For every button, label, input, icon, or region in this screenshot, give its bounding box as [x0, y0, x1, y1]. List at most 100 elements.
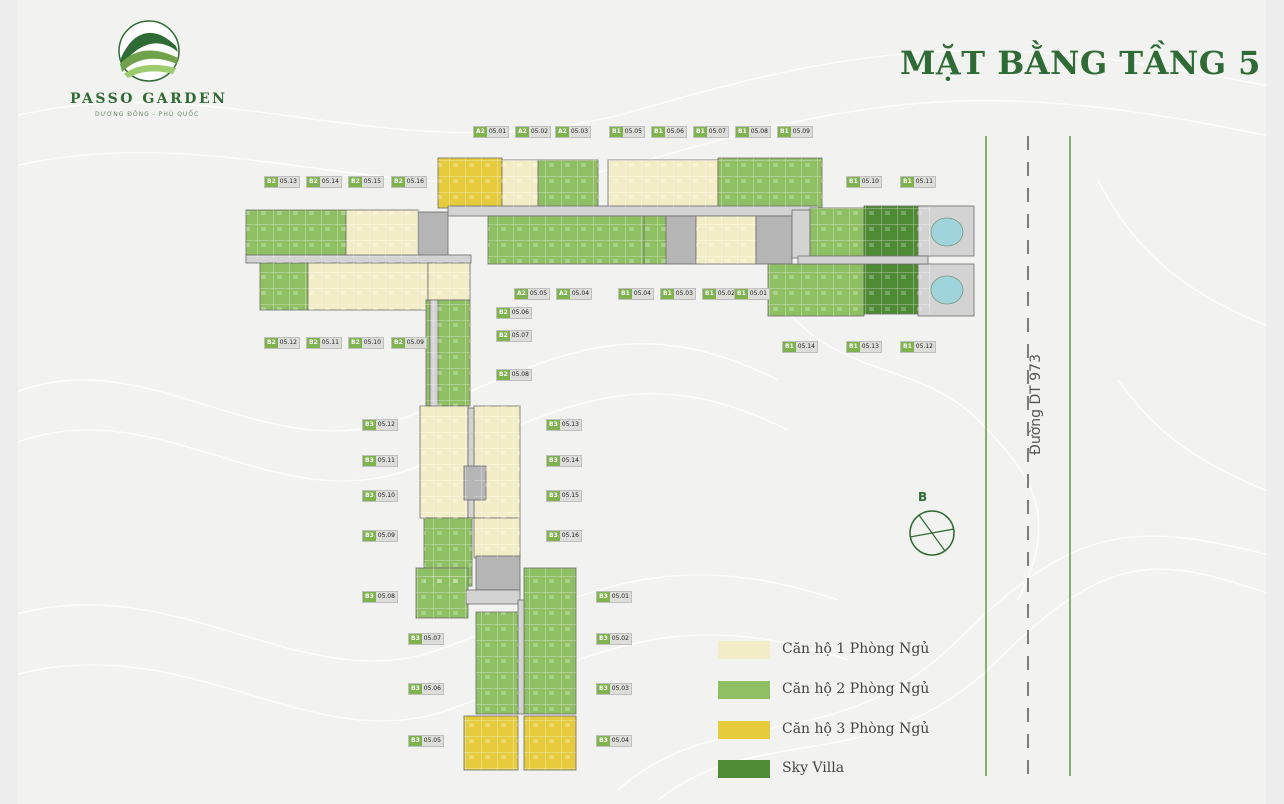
unit-tag-tower: B1 [901, 177, 914, 187]
unit-tag-tower: A2 [515, 289, 528, 299]
unit-tag-tower: B1 [661, 289, 674, 299]
unit-tag-tower: A2 [474, 127, 487, 137]
plan-room-pattern [608, 160, 718, 208]
plan-room-pattern [488, 216, 644, 264]
unit-tag-number: 05.03 [675, 290, 693, 297]
plan-block-core [755, 215, 793, 265]
unit-tag-tower: B2 [497, 308, 510, 318]
legend-swatch-three-bedroom [718, 721, 770, 739]
unit-tag-number: 05.14 [561, 457, 579, 464]
unit-tag-tower: B1 [652, 127, 665, 137]
plan-block-corridor [517, 599, 525, 715]
unit-tag-tower: B3 [547, 420, 560, 430]
unit-tag-number: 05.03 [611, 685, 629, 692]
unit-tag-number: 05.08 [750, 128, 768, 135]
unit-tag-tower: B3 [363, 420, 376, 430]
unit-tag-tower: B3 [363, 456, 376, 466]
unit-tag-number: 05.07 [423, 635, 441, 642]
unit-tag-number: 05.07 [511, 332, 529, 339]
legend-swatch-two-bedroom [718, 681, 770, 699]
unit-tag-number: 05.11 [321, 339, 339, 346]
pool-icon [930, 275, 964, 305]
legend-label-three-bedroom: Căn hộ 3 Phòng Ngủ [782, 721, 930, 737]
unit-tag-number: 05.10 [377, 492, 395, 499]
plan-room-pattern [864, 206, 930, 256]
plan-room-pattern [476, 612, 518, 714]
unit-tag-tower: B3 [597, 684, 610, 694]
plan-room-pattern [718, 158, 822, 208]
unit-tag-tower: B3 [597, 634, 610, 644]
unit-tag-tower: B2 [265, 177, 278, 187]
page-title: MẶT BẰNG TẦNG 5 [900, 44, 1261, 82]
unit-tag-number: 05.01 [749, 290, 767, 297]
unit-tag-number: 05.02 [717, 290, 735, 297]
plan-room-pattern [308, 262, 428, 310]
unit-tag-number: 05.06 [666, 128, 684, 135]
unit-tag-number: 05.11 [915, 178, 933, 185]
unit-tag-number: 05.09 [406, 339, 424, 346]
plan-room-pattern [426, 300, 470, 406]
unit-tag-tower: B3 [409, 736, 422, 746]
plan-room-pattern [346, 210, 418, 258]
compass-north-label: B [918, 490, 928, 504]
unit-tag-number: 05.14 [321, 178, 339, 185]
unit-tag-tower: B3 [547, 531, 560, 541]
unit-tag-number: 05.09 [377, 532, 395, 539]
unit-tag-tower: B3 [409, 684, 422, 694]
brand-name: PASSO GARDEN [70, 91, 228, 107]
plan-block-corridor [791, 209, 811, 259]
unit-tag-tower: B2 [349, 177, 362, 187]
unit-tag-tower: B2 [497, 331, 510, 341]
unit-tag-tower: B2 [497, 370, 510, 380]
legend-swatch-sky-villa [718, 760, 770, 778]
unit-tag-number: 05.07 [708, 128, 726, 135]
legend-label-one-bedroom: Căn hộ 1 Phòng Ngủ [782, 641, 930, 657]
plan-block-core [665, 215, 697, 265]
floor-plan [245, 157, 975, 771]
brand-subtitle: DƯƠNG ĐÔNG - PHÚ QUỐC [95, 111, 200, 118]
unit-tag-number: 05.10 [861, 178, 879, 185]
legend-swatch-one-bedroom [718, 641, 770, 659]
unit-tag-tower: B1 [783, 342, 796, 352]
unit-tag-tower: B3 [547, 456, 560, 466]
plan-block-corridor [467, 407, 475, 519]
unit-tag-tower: A2 [556, 127, 569, 137]
plan-room-pattern [420, 406, 468, 518]
plan-room-pattern [864, 264, 930, 314]
unit-tag-tower: B3 [363, 491, 376, 501]
unit-tag-number: 05.14 [797, 343, 815, 350]
plan-room-pattern [502, 160, 538, 208]
unit-tag-tower: B1 [703, 289, 716, 299]
unit-tag-number: 05.03 [570, 128, 589, 135]
plan-room-pattern [644, 216, 666, 264]
unit-tag-number: 05.13 [561, 421, 579, 428]
unit-tag-tower: B1 [901, 342, 914, 352]
unit-tag-tower: B2 [265, 338, 278, 348]
unit-tag-number: 05.04 [571, 290, 590, 297]
unit-tag-tower: B1 [619, 289, 632, 299]
road [985, 136, 1071, 776]
plan-block-corridor [797, 255, 929, 265]
plan-room-pattern [538, 160, 598, 208]
